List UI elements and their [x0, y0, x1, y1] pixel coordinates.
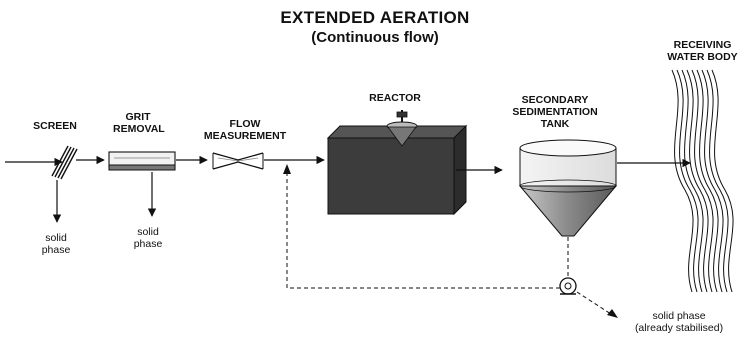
sst-label-line1: SECONDARY	[521, 94, 589, 106]
reactor-label: REACTOR	[369, 92, 421, 104]
receiving-label-line1: RECEIVING	[673, 39, 732, 51]
receiving-water-body	[671, 69, 734, 293]
sludge-label-line1: solid phase	[652, 310, 706, 322]
sludge-waste-arrowhead	[607, 309, 618, 318]
grit-removal-unit	[108, 151, 176, 171]
flow-label-line1: FLOW	[229, 118, 261, 130]
pump-icon	[559, 277, 577, 295]
recirculation-arrowhead	[283, 164, 291, 174]
aerator-icon	[386, 110, 418, 147]
diagram-subtitle: (Continuous flow)	[311, 29, 439, 46]
sludge-recirculation-line	[286, 170, 615, 317]
sludge-solid-phase: solid phase (already stabilised)	[614, 310, 744, 334]
screen-label: SCREEN	[33, 120, 77, 132]
grit-solid-line2: phase	[133, 238, 163, 250]
diagram-title: EXTENDED AERATION	[280, 8, 470, 27]
sst-label-line3: TANK	[540, 118, 570, 130]
receiving-water-label: RECEIVING WATER BODY	[655, 39, 750, 63]
grit-label-line2: REMOVAL	[113, 123, 165, 135]
flow-measurement-label: FLOW MEASUREMENT	[200, 118, 290, 142]
grit-solid-line1: solid	[137, 226, 159, 238]
secondary-sedimentation-tank	[518, 139, 618, 237]
sludge-label-line2: (already stabilised)	[634, 322, 724, 334]
flow-measurement-unit	[212, 152, 264, 170]
screen-solid-line1: solid	[45, 232, 67, 244]
screen-solid-line2: phase	[41, 244, 71, 256]
grit-removal-label: GRIT REMOVAL	[113, 111, 165, 135]
grit-solid-phase: solid phase	[128, 226, 168, 250]
screen-solid-phase: solid phase	[36, 232, 76, 256]
grit-label-line1: GRIT	[125, 111, 151, 123]
sst-label: SECONDARY SEDIMENTATION TANK	[500, 94, 610, 130]
sst-label-line2: SEDIMENTATION	[512, 106, 598, 118]
flow-label-line2: MEASUREMENT	[203, 130, 287, 142]
receiving-label-line2: WATER BODY	[667, 51, 738, 63]
screen-unit	[51, 145, 78, 180]
